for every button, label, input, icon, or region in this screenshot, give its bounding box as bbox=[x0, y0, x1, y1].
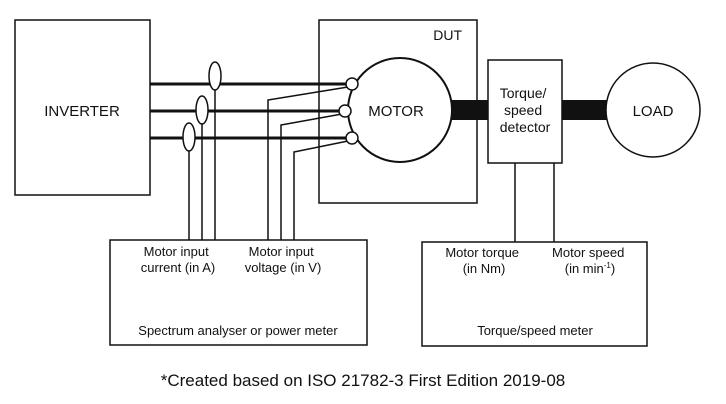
load-label: LOAD bbox=[633, 103, 674, 120]
voltage-taps bbox=[267, 86, 349, 240]
shaft bbox=[448, 100, 607, 120]
terminals bbox=[338, 77, 359, 145]
current-probes bbox=[182, 61, 222, 240]
torque-speed-meter-box bbox=[421, 241, 648, 347]
speed-label: Motor speed (in min-1) bbox=[552, 245, 628, 276]
inverter-box bbox=[14, 19, 151, 196]
current-label: Motor input current (in A) bbox=[141, 244, 215, 275]
caption: *Created based on ISO 21782-3 First Edit… bbox=[161, 371, 565, 390]
voltage-label: Motor input voltage (in V) bbox=[245, 244, 322, 275]
analyser-title: Spectrum analyser or power meter bbox=[138, 323, 338, 338]
load bbox=[605, 62, 701, 158]
meter-title: Torque/speed meter bbox=[477, 323, 593, 338]
dut-label: DUT bbox=[433, 27, 462, 43]
torque-speed-detector bbox=[487, 59, 563, 164]
inverter-label: INVERTER bbox=[44, 103, 120, 120]
spectrum-analyser-box bbox=[109, 239, 368, 346]
motor-label: MOTOR bbox=[368, 103, 424, 120]
torque-label: Motor torque (in Nm) bbox=[445, 245, 522, 276]
detector-label: Torque/ speed detector bbox=[500, 85, 551, 135]
